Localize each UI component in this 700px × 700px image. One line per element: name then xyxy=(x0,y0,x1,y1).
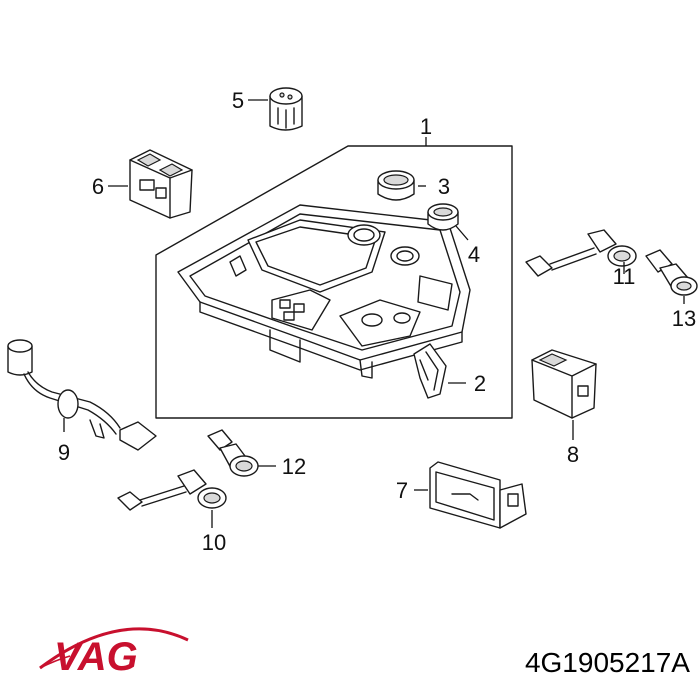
callout-1: 1 xyxy=(420,114,432,139)
callout-labels: 1 2 3 4 5 6 7 8 9 10 11 12 13 xyxy=(58,88,696,555)
callout-5: 5 xyxy=(232,88,244,113)
vag-logo: VAG xyxy=(39,627,189,679)
part-4-small-knob xyxy=(427,203,459,231)
callout-13: 13 xyxy=(672,306,696,331)
leader-lines xyxy=(63,99,685,528)
callout-10: 10 xyxy=(202,530,226,555)
callout-6: 6 xyxy=(92,174,104,199)
part-11-sensor xyxy=(525,229,637,277)
part-2-clip xyxy=(413,343,447,399)
part-6-switch-block xyxy=(129,149,193,219)
part-7-button-panel xyxy=(429,461,527,529)
callout-9: 9 xyxy=(58,440,70,465)
part-5-switch xyxy=(269,87,303,131)
part-number: 4G1905217A xyxy=(525,647,690,678)
part-12-sensor xyxy=(207,429,259,477)
part-13-sensor xyxy=(645,249,698,296)
logo-swoosh xyxy=(39,627,189,670)
callout-7: 7 xyxy=(396,478,408,503)
callout-2: 2 xyxy=(474,371,486,396)
part-10-sensor xyxy=(117,469,227,511)
part-1-frame xyxy=(155,145,513,419)
callout-12: 12 xyxy=(282,454,306,479)
callout-3: 3 xyxy=(438,174,450,199)
callout-11: 11 xyxy=(613,264,636,289)
part-9-wiring-harness xyxy=(7,339,157,451)
part-3-large-knob xyxy=(377,170,415,201)
part-8-switch xyxy=(531,349,597,419)
logo-text: VAG xyxy=(54,635,138,679)
part-1-console-panel xyxy=(177,204,471,379)
callout-8: 8 xyxy=(567,442,579,467)
callout-4: 4 xyxy=(468,242,480,267)
